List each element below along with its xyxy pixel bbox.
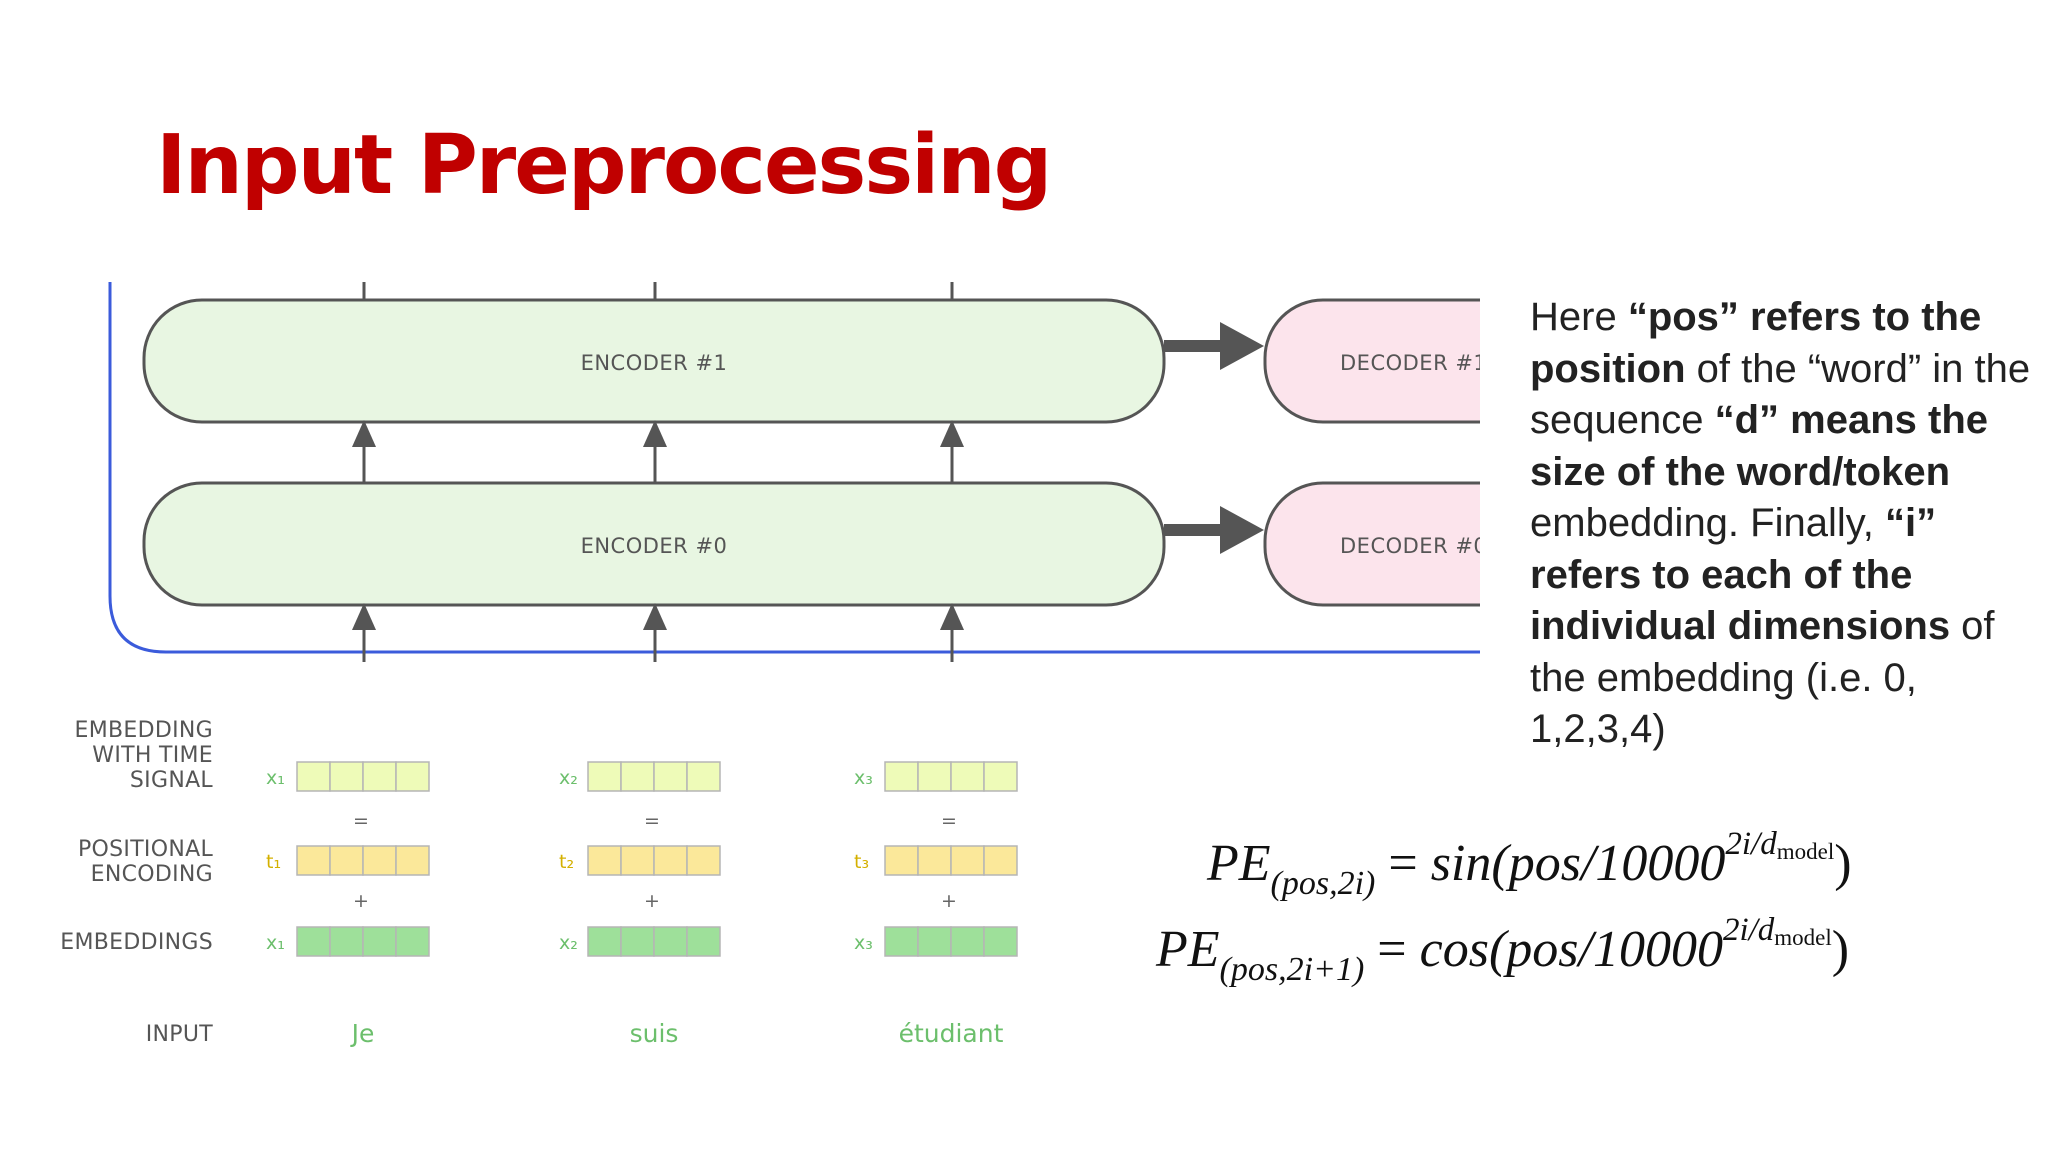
vector-cell bbox=[620, 761, 655, 792]
vector-cell bbox=[329, 845, 364, 876]
vector-cell bbox=[395, 845, 430, 876]
equals-sign: = bbox=[644, 810, 660, 832]
positional-vector-3 bbox=[884, 845, 1018, 876]
vector-cell bbox=[587, 845, 622, 876]
row-label-embeddings: EMBEDDINGS bbox=[60, 930, 213, 955]
vector-cell bbox=[884, 926, 919, 957]
formula-cos: PE(pos,2i+1) = cos(pos/100002i/dmodel) bbox=[1156, 912, 1850, 988]
vector-cell bbox=[329, 926, 364, 957]
vector-cell bbox=[686, 761, 721, 792]
encoder-0-label: ENCODER #0 bbox=[581, 534, 728, 558]
t-label-3: t₃ bbox=[854, 851, 869, 873]
decoder-1-box bbox=[1263, 298, 1480, 424]
row-label-positional-encoding: POSITIONAL ENCODING bbox=[78, 837, 213, 887]
x-label-3: x₃ bbox=[854, 932, 873, 954]
svg-text:POSITIONAL: POSITIONAL bbox=[78, 837, 213, 862]
embedding-vector-2 bbox=[587, 926, 721, 957]
t-label-1: t₁ bbox=[266, 851, 281, 873]
vector-cell bbox=[950, 761, 985, 792]
vector-cell bbox=[296, 845, 331, 876]
arrow-enc1-dec1 bbox=[1164, 322, 1264, 370]
token-column-1: x₁ t₁ x₁ = + Je bbox=[266, 761, 430, 1048]
vector-cell bbox=[686, 926, 721, 957]
vector-cell bbox=[329, 761, 364, 792]
vector-cell bbox=[620, 845, 655, 876]
vector-cell bbox=[296, 926, 331, 957]
equals-sign: = bbox=[353, 810, 369, 832]
equals-sign: = bbox=[941, 810, 957, 832]
vector-cell bbox=[395, 926, 430, 957]
vector-cell bbox=[983, 845, 1018, 876]
vector-cell bbox=[983, 761, 1018, 792]
vector-cell bbox=[917, 926, 952, 957]
plus-sign: + bbox=[941, 890, 957, 912]
vector-cell bbox=[362, 926, 397, 957]
encoder-1-label: ENCODER #1 bbox=[581, 351, 728, 375]
row-label-time-signal: EMBEDDING WITH TIME SIGNAL bbox=[75, 718, 214, 793]
x-label-1: x₁ bbox=[266, 932, 285, 954]
token-column-3: x₃ t₃ x₃ = + étudiant bbox=[854, 761, 1018, 1048]
t-label-2: t₂ bbox=[559, 851, 574, 873]
vector-cell bbox=[587, 761, 622, 792]
arrow-enc0-dec0 bbox=[1164, 506, 1264, 554]
decoder-0-box bbox=[1263, 481, 1480, 607]
vector-cell bbox=[950, 845, 985, 876]
blue-bracket-line bbox=[108, 282, 1480, 654]
x-label-3: x₃ bbox=[854, 767, 873, 789]
vector-cell bbox=[983, 926, 1018, 957]
vector-cell bbox=[620, 926, 655, 957]
vector-cell bbox=[917, 845, 952, 876]
svg-text:ENCODING: ENCODING bbox=[91, 862, 213, 887]
vector-cell bbox=[884, 845, 919, 876]
embedding-vector-1 bbox=[296, 926, 430, 957]
x-label-1: x₁ bbox=[266, 767, 285, 789]
vector-cell bbox=[884, 761, 919, 792]
vector-cell bbox=[917, 761, 952, 792]
vector-cell bbox=[296, 761, 331, 792]
input-word-2: suis bbox=[630, 1019, 679, 1048]
vector-cell bbox=[950, 926, 985, 957]
time-signal-vector-1 bbox=[296, 761, 430, 792]
plus-sign: + bbox=[644, 890, 660, 912]
x-label-2: x₂ bbox=[559, 767, 578, 789]
svg-text:SIGNAL: SIGNAL bbox=[130, 768, 214, 793]
transformer-diagram: ENCODER #1 ENCODER #0 DECODER #1 DECODER… bbox=[60, 282, 1480, 1048]
explanation-text: Here “pos” refers to the position of the… bbox=[1530, 295, 2031, 751]
vector-cell bbox=[653, 926, 688, 957]
vector-cell bbox=[395, 761, 430, 792]
input-word-3: étudiant bbox=[899, 1019, 1004, 1048]
token-column-2: x₂ t₂ x₂ = + suis bbox=[559, 761, 721, 1048]
decoder-1-label: DECODER #1 bbox=[1340, 351, 1480, 375]
time-signal-vector-2 bbox=[587, 761, 721, 792]
x-label-2: x₂ bbox=[559, 932, 578, 954]
row-label-input: INPUT bbox=[146, 1022, 214, 1047]
positional-vector-2 bbox=[587, 845, 721, 876]
vector-cell bbox=[587, 926, 622, 957]
decoder-0-label: DECODER #0 bbox=[1340, 534, 1480, 558]
input-word-1: Je bbox=[350, 1019, 375, 1048]
vector-cell bbox=[653, 845, 688, 876]
svg-text:WITH TIME: WITH TIME bbox=[92, 743, 213, 768]
slide-title: Input Preprocessing bbox=[156, 118, 1052, 213]
vector-cell bbox=[362, 761, 397, 792]
time-signal-vector-3 bbox=[884, 761, 1018, 792]
embedding-vector-3 bbox=[884, 926, 1018, 957]
svg-text:EMBEDDING: EMBEDDING bbox=[75, 718, 213, 743]
vector-cell bbox=[686, 845, 721, 876]
positional-vector-1 bbox=[296, 845, 430, 876]
vector-cell bbox=[362, 845, 397, 876]
plus-sign: + bbox=[353, 890, 369, 912]
vector-cell bbox=[653, 761, 688, 792]
formula-sin: PE(pos,2i) = sin(pos/100002i/dmodel) bbox=[1207, 826, 1852, 902]
